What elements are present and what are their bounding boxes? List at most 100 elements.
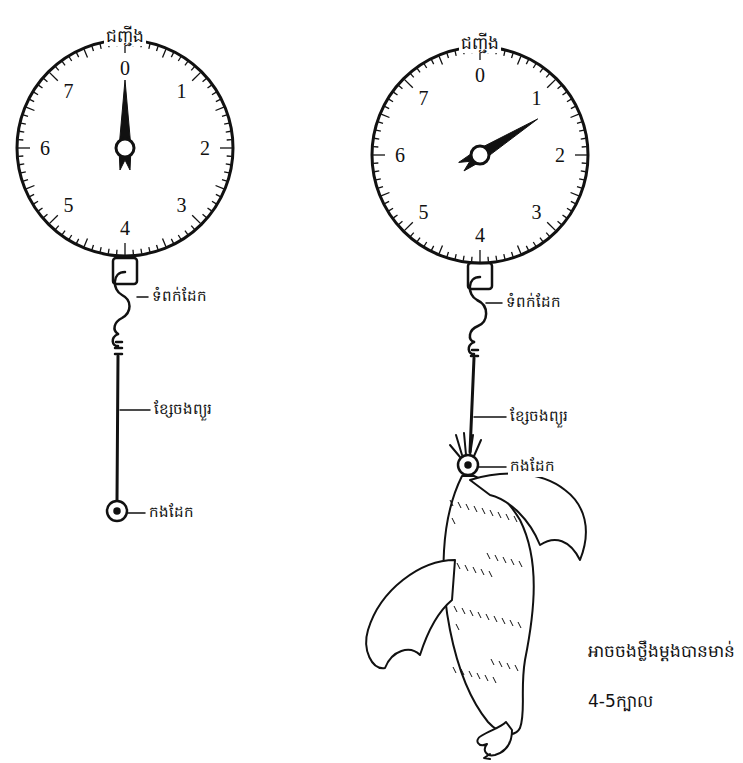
tick-mark (558, 86, 562, 89)
tick-mark (424, 242, 427, 246)
tick-mark (212, 92, 216, 95)
feather-stroke (495, 555, 498, 561)
tick-mark (381, 193, 389, 196)
feather-stroke (493, 677, 496, 683)
tick-mark (447, 53, 449, 58)
tick-mark (424, 64, 427, 68)
tick-mark (439, 56, 442, 64)
scale-heading: ជញ្ជីង (104, 26, 146, 46)
tick-mark (224, 123, 229, 124)
note-text: 4-5ក្បាល (586, 690, 655, 712)
tick-mark (431, 246, 433, 250)
dial-rim (17, 40, 233, 256)
tick-mark (378, 187, 383, 189)
tick-mark (38, 85, 42, 88)
tick-mark (44, 214, 48, 217)
tick-mark (84, 239, 87, 247)
dial-number: 7 (63, 81, 73, 101)
tick-mark (149, 44, 150, 49)
feather-stroke (461, 669, 464, 675)
feather-stroke (454, 606, 457, 612)
tick-mark (374, 138, 379, 140)
feather-stroke (466, 504, 469, 510)
feather-stroke (511, 559, 514, 565)
leader-line (486, 302, 502, 304)
tick-mark (567, 99, 571, 102)
tick-mark (526, 246, 528, 250)
dial-number: 1 (177, 81, 187, 101)
feather-stroke (453, 667, 456, 673)
tick-mark (178, 235, 181, 239)
tick-mark (191, 226, 194, 230)
tick-mark (571, 106, 575, 108)
feather-stroke (503, 557, 506, 563)
tick-mark (191, 67, 194, 71)
tick-mark (439, 246, 442, 254)
tick-mark (455, 51, 456, 56)
tick-mark (224, 172, 229, 173)
feather-stroke (474, 506, 477, 512)
iron-ring (107, 501, 127, 521)
tick-mark (163, 239, 166, 247)
tick-mark (69, 235, 72, 239)
tick-mark (100, 44, 101, 49)
feather-stroke (469, 671, 472, 677)
tick-mark (157, 46, 159, 51)
tick-mark (504, 51, 505, 56)
feather-stroke (519, 561, 522, 567)
feather-stroke (462, 608, 465, 614)
tick-mark (546, 74, 549, 78)
leader-line (474, 416, 506, 418)
dial-number: 7 (418, 88, 428, 108)
tick-mark (56, 67, 59, 71)
scale-dial: ជញ្ជីង01234567 (15, 38, 235, 258)
tick-mark (533, 64, 536, 68)
tick-mark (385, 201, 389, 203)
dial-number: 3 (177, 195, 187, 215)
dial-number: 0 (120, 58, 130, 78)
tick-mark (575, 154, 587, 155)
tick-mark (192, 215, 200, 223)
tick-mark (479, 250, 480, 262)
tick-mark (140, 249, 142, 254)
tick-mark (216, 194, 220, 196)
tick-mark (376, 179, 381, 180)
tick-mark (581, 138, 586, 140)
tick-mark (49, 215, 57, 223)
tick-mark (44, 79, 48, 82)
dial-number: 4 (475, 225, 485, 245)
part-label: ទំពក់ដែក (504, 293, 563, 313)
feather-stroke (518, 622, 521, 628)
scale-heading: ជញ្ជីង (459, 33, 501, 53)
tick-mark (381, 114, 389, 117)
dial-number: 4 (120, 218, 130, 238)
dial-number: 6 (40, 138, 50, 158)
tick-mark (389, 208, 393, 211)
needle (459, 119, 538, 171)
feather-stroke (510, 620, 513, 626)
dial-number: 5 (63, 195, 73, 215)
tick-mark (567, 208, 571, 211)
tick-mark (34, 201, 38, 204)
feather-stroke (490, 510, 493, 516)
tick-mark (393, 215, 397, 218)
dial-number: 2 (200, 138, 210, 158)
tick-mark (18, 139, 23, 141)
tick-mark (19, 163, 24, 165)
tick-mark (171, 53, 173, 57)
tick-mark (18, 147, 30, 148)
tick-mark (411, 74, 414, 78)
tick-mark (185, 61, 188, 65)
tick-mark (373, 154, 385, 155)
tick-mark (399, 86, 403, 89)
feather-stroke (498, 512, 501, 518)
dial-rim (372, 47, 588, 263)
tick-mark (455, 254, 456, 259)
feather-stroke (470, 610, 473, 616)
part-label: កងដែក (147, 503, 196, 523)
tick-mark (378, 122, 383, 124)
tick-mark (163, 49, 166, 57)
tick-mark (100, 247, 101, 252)
part-label: កងដែក (508, 457, 557, 477)
feather-stroke (514, 516, 517, 522)
